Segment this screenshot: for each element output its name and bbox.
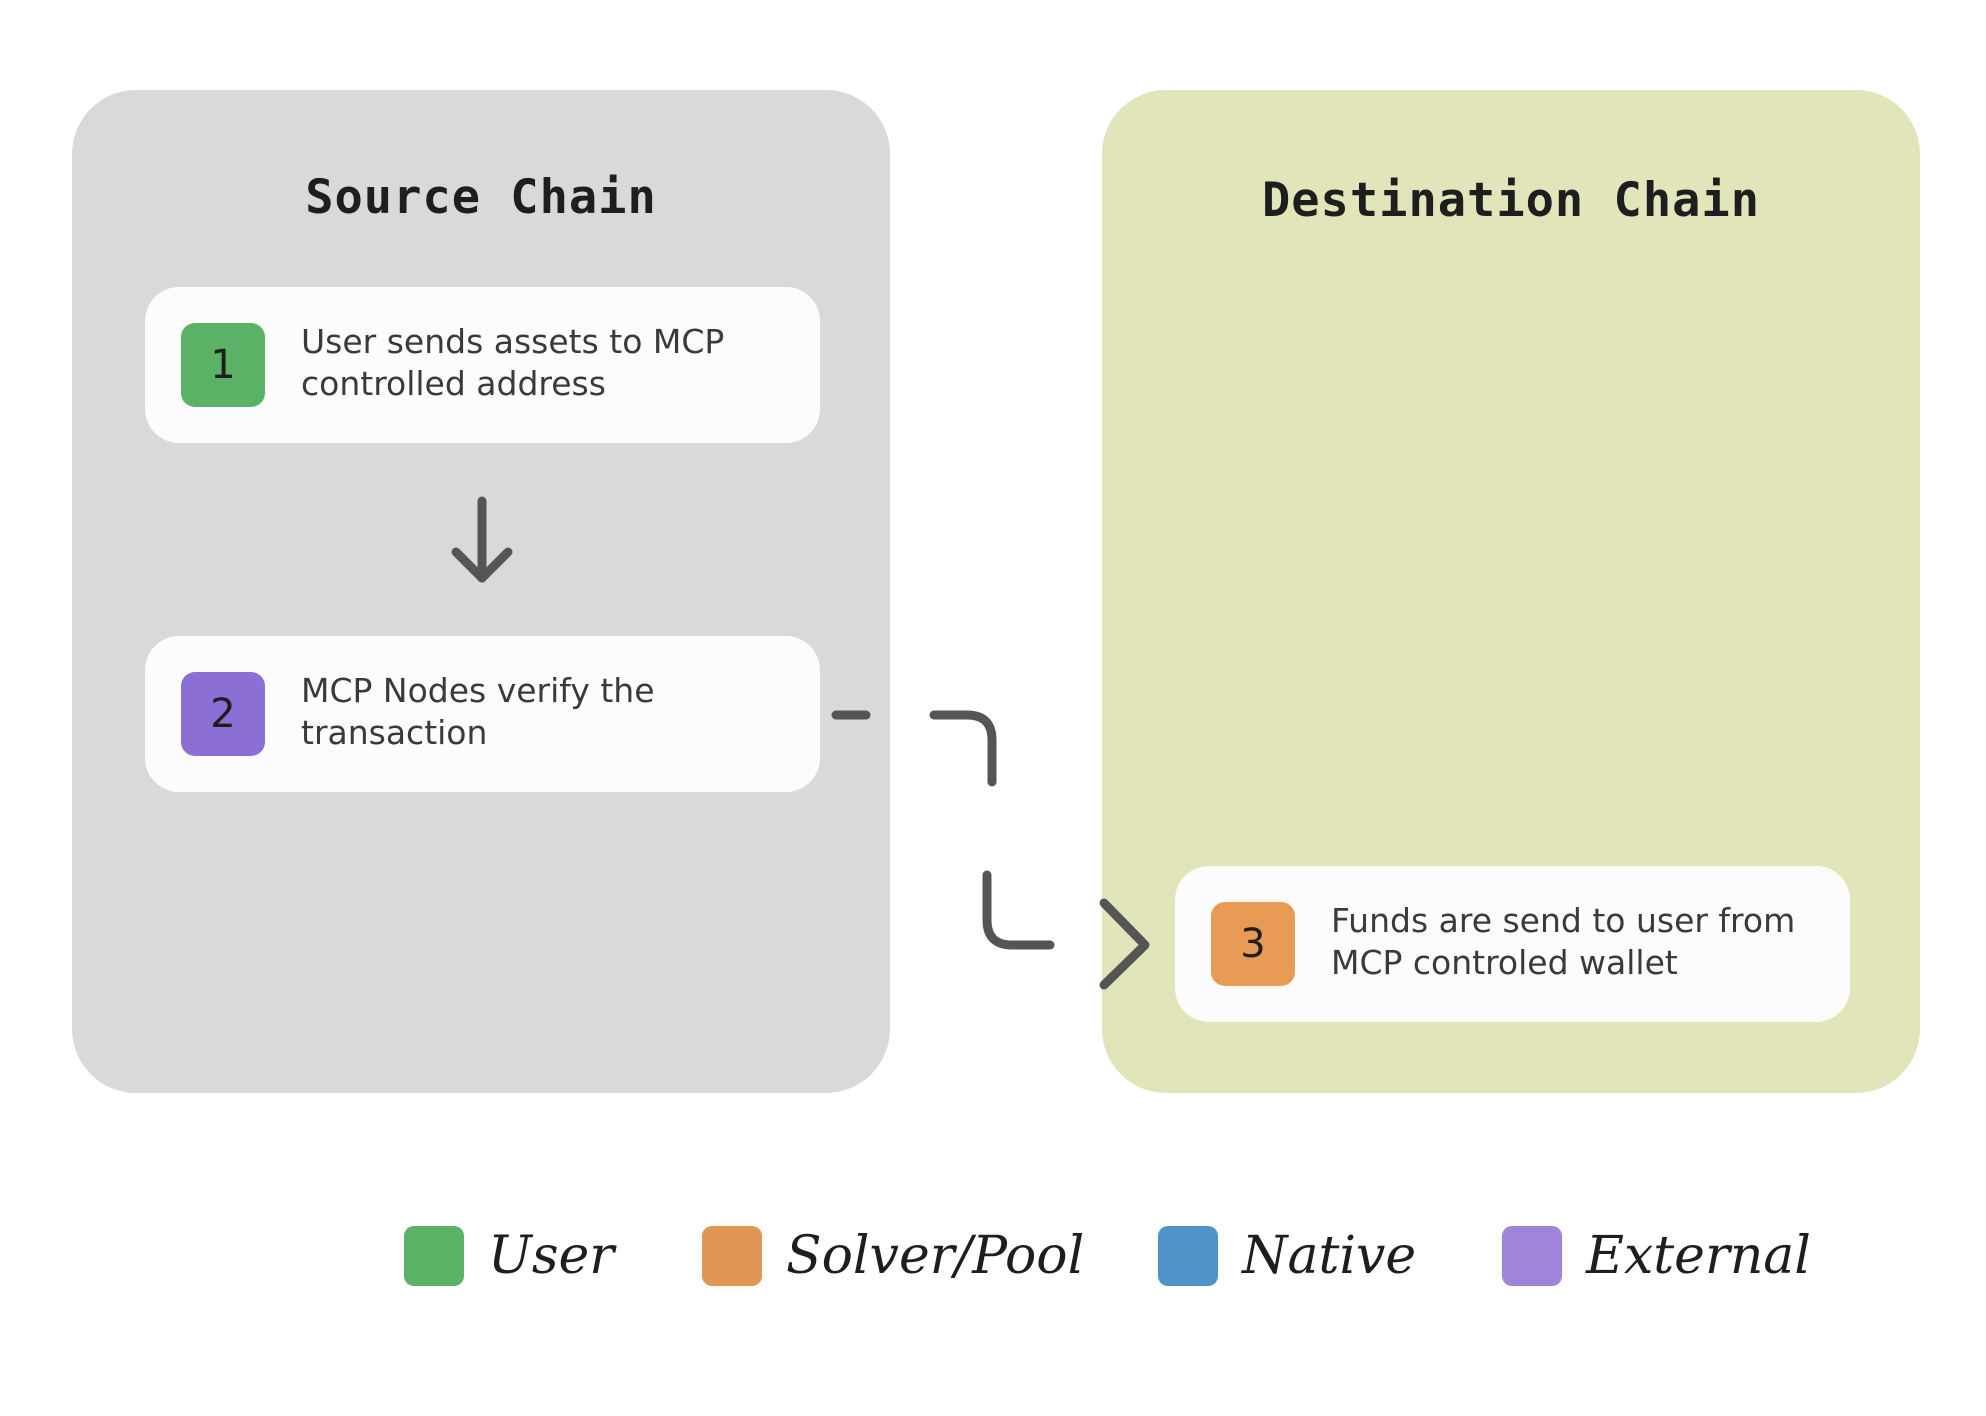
legend-item-external: External bbox=[1502, 1225, 1811, 1287]
legend-item-native: Native bbox=[1158, 1225, 1416, 1287]
destination-chain-title: Destination Chain bbox=[1261, 173, 1761, 228]
step-3-card: 3 Funds are send to user from MCP contro… bbox=[1175, 866, 1850, 1022]
legend-item-user: User bbox=[404, 1225, 614, 1287]
step-1-text: User sends assets to MCP controlled addr… bbox=[301, 322, 725, 403]
legend-label-external: External bbox=[1586, 1226, 1811, 1286]
source-chain-title: Source Chain bbox=[305, 170, 657, 225]
step-1-card: 1 User sends assets to MCP controlled ad… bbox=[145, 287, 820, 443]
legend-label-user: User bbox=[488, 1226, 615, 1286]
step-3-text: Funds are send to user from MCP controle… bbox=[1331, 901, 1796, 982]
legend-item-solver-pool: Solver/Pool bbox=[702, 1225, 1084, 1287]
step-3-badge: 3 bbox=[1211, 902, 1295, 986]
step-1-badge: 1 bbox=[181, 323, 265, 407]
legend-swatch-native bbox=[1158, 1226, 1218, 1286]
legend-label-solver-pool: Solver/Pool bbox=[786, 1226, 1085, 1286]
step-2-text: MCP Nodes verify the transaction bbox=[301, 671, 655, 752]
step-2-badge: 2 bbox=[181, 672, 265, 756]
step-2-card: 2 MCP Nodes verify the transaction bbox=[145, 636, 820, 792]
legend-swatch-user bbox=[404, 1226, 464, 1286]
legend-label-native: Native bbox=[1242, 1226, 1417, 1286]
legend-swatch-external bbox=[1502, 1226, 1562, 1286]
legend-swatch-solver-pool bbox=[702, 1226, 762, 1286]
source-chain-panel: Source Chain bbox=[72, 90, 890, 1093]
